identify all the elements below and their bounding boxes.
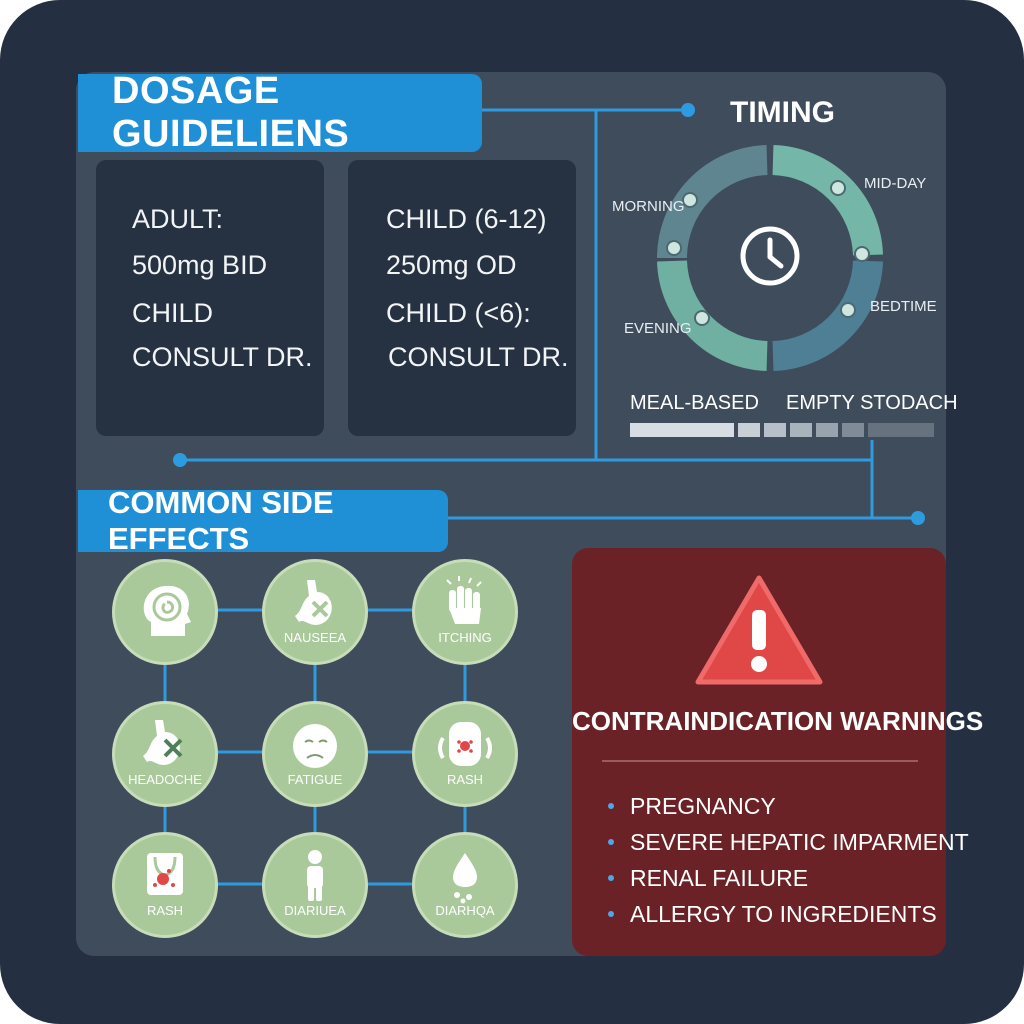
meal-based-label: MEAL-BASED xyxy=(630,392,759,414)
adult-dosage-card: ADULT: 500mg BID CHILD CONSULT DR. xyxy=(96,160,324,436)
pill-icon xyxy=(830,180,846,196)
head-spiral-icon xyxy=(143,585,191,636)
side-effect-node: RASH xyxy=(112,832,218,938)
side-effect-node xyxy=(112,559,218,665)
side-effect-node: HEADOCHE xyxy=(112,701,218,807)
timing-ring xyxy=(657,145,883,371)
pill-icon xyxy=(840,302,856,318)
bullet-icon xyxy=(608,911,614,917)
pill-icon xyxy=(682,192,698,208)
side-effect-label: FATIGUE xyxy=(287,772,343,787)
ring-segment-morning xyxy=(657,145,768,259)
warning-text: SEVERE HEPATIC IMPARMENT xyxy=(630,828,969,855)
bullet-icon xyxy=(608,839,614,845)
dose-line: ADULT: xyxy=(132,204,224,234)
droplet-icon xyxy=(453,853,477,904)
warnings-list: PREGNANCY SEVERE HEPATIC IMPARMENT RENAL… xyxy=(608,788,969,932)
side-effect-node: DIARHQA xyxy=(412,832,518,938)
warning-item: PREGNANCY xyxy=(608,788,969,824)
side-effect-label: RASH xyxy=(146,903,184,918)
contraindication-card: CONTRAINDICATION WARNINGS PREGNANCY SEVE… xyxy=(572,548,984,956)
side-effect-node: RASH xyxy=(412,701,518,807)
side-effect-label: DIARHQA xyxy=(435,903,495,918)
ring-segment-midday xyxy=(772,145,883,256)
stomach-x-icon xyxy=(295,580,332,625)
timing-label-morning: MORNING xyxy=(612,198,685,215)
dose-line: 250mg OD xyxy=(386,250,517,280)
side-effect-node: DIARIUEA xyxy=(262,832,368,938)
warnings-title: CONTRAINDICATION WARNINGS xyxy=(572,706,984,736)
side-effect-label: HEADOCHE xyxy=(128,772,202,787)
timing-title: TIMING xyxy=(730,96,835,129)
pill-icon xyxy=(694,310,710,326)
person-icon xyxy=(307,850,323,901)
side-effect-label: RASH xyxy=(446,772,484,787)
bullet-icon xyxy=(608,803,614,809)
ring-segment-bedtime xyxy=(772,260,883,371)
ring-segment-evening xyxy=(657,260,768,371)
child-dosage-card: CHILD (6-12) 250mg OD CHILD (<6): CONSUL… xyxy=(348,160,576,436)
warning-text: PREGNANCY xyxy=(630,792,776,819)
warning-item: ALLERGY TO INGREDIENTS xyxy=(608,896,969,932)
dose-line: CHILD (6-12) xyxy=(386,204,547,234)
dose-line: 500mg BID xyxy=(132,250,268,280)
warning-text: ALLERGY TO INGREDIENTS xyxy=(630,900,937,927)
side-effect-node: NAUSEEA xyxy=(262,559,368,665)
empty-stomach-label: EMPTY STODACH xyxy=(786,392,958,414)
dose-line: CHILD (<6): xyxy=(386,298,531,328)
face-rash-icon xyxy=(438,722,492,766)
side-effect-label: DIARIUEA xyxy=(284,903,346,918)
side-effects-banner: COMMON SIDE EFFECTS xyxy=(78,485,448,556)
pill-icon xyxy=(854,246,870,262)
side-effect-label: ITCHING xyxy=(438,630,492,645)
side-effect-node: FATIGUE xyxy=(262,701,368,807)
warnings-divider xyxy=(602,760,918,762)
warning-text: RENAL FAILURE xyxy=(630,864,809,891)
pill-icon xyxy=(666,240,682,256)
bullet-icon xyxy=(608,875,614,881)
side-effects-title: COMMON SIDE EFFECTS xyxy=(108,485,334,556)
warning-item: SEVERE HEPATIC IMPARMENT xyxy=(608,824,969,860)
timing-label-evening: EVENING xyxy=(624,320,692,337)
warning-item: RENAL FAILURE xyxy=(608,860,969,896)
clock-icon xyxy=(740,226,800,286)
tired-face-icon xyxy=(293,724,337,768)
dose-line: CONSULT DR. xyxy=(388,342,569,372)
dosage-title: DOSAGE GUIDELIENS xyxy=(112,70,350,155)
dose-line: CHILD xyxy=(132,298,214,328)
timing-label-midday: MID-DAY xyxy=(864,175,927,192)
stomach-x-icon xyxy=(143,720,183,765)
dosage-guidelines-banner: DOSAGE GUIDELIENS xyxy=(78,70,482,155)
side-effect-node: ITCHING xyxy=(412,559,518,665)
dose-line: CONSULT DR. xyxy=(132,342,313,372)
side-effect-label: NAUSEEA xyxy=(283,630,347,645)
hand-scratch-icon xyxy=(446,576,482,624)
meal-timing-bar xyxy=(630,423,938,437)
skin-rash-icon xyxy=(147,853,183,895)
warning-triangle-icon xyxy=(695,575,823,685)
timing-label-bedtime: BEDTIME xyxy=(870,298,937,315)
